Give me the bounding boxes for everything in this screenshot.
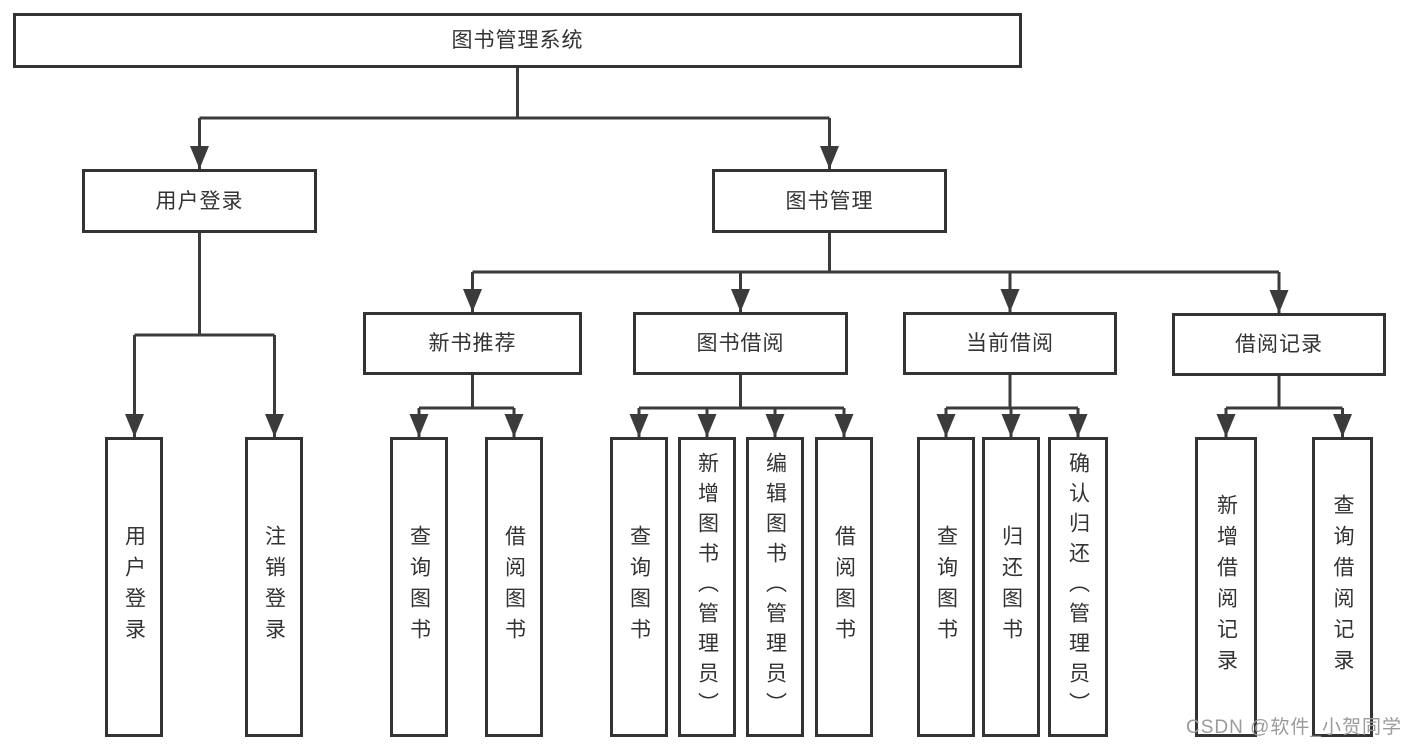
node-leaf-add-borrow-record: 新增借阅记录	[1195, 437, 1257, 737]
node-leaf-return-books: 归还图书	[982, 437, 1040, 737]
node-label: 新书推荐	[428, 332, 517, 355]
node-label: 新增借阅记录	[1214, 494, 1238, 680]
node-leaf-logout: 注销登录	[245, 437, 303, 737]
node-leaf-borrow-books: 借阅图书	[815, 437, 873, 737]
node-label: 注销登录	[262, 525, 286, 649]
node-label: 查询图书	[627, 525, 651, 649]
node-leaf-query-books-current: 查询图书	[917, 437, 975, 737]
node-label: 查询借阅记录	[1331, 494, 1354, 680]
node-label: 用户登录	[122, 525, 146, 649]
node-label: 归还图书	[999, 525, 1023, 649]
node-leaf-query-borrow-record: 查询借阅记录	[1312, 437, 1373, 737]
node-borrowing-records: 借阅记录	[1172, 313, 1386, 376]
node-leaf-add-book-admin: 新增图书（管理员）	[678, 437, 736, 737]
node-leaf-user-login: 用户登录	[105, 437, 163, 737]
node-new-book-recommendation: 新书推荐	[363, 312, 582, 375]
node-current-borrowing: 当前借阅	[903, 312, 1117, 375]
node-leaf-edit-book-admin: 编辑图书（管理员）	[746, 437, 804, 737]
node-user-login: 用户登录	[82, 169, 317, 233]
csdn-watermark: CSDN @软件_小贺同学	[1186, 717, 1402, 738]
node-label: 编辑图书（管理员）	[763, 452, 787, 722]
node-label: 用户登录	[155, 189, 244, 213]
node-label: 借阅图书	[832, 525, 856, 649]
node-label: 当前借阅	[966, 332, 1054, 355]
node-label: 图书管理系统	[451, 29, 584, 52]
node-library-management-system: 图书管理系统	[13, 13, 1022, 68]
node-label: 确认归还（管理员）	[1066, 452, 1090, 722]
node-label: 借阅图书	[502, 525, 526, 649]
node-label: 查询图书	[407, 525, 431, 649]
node-leaf-query-books-recommend: 查询图书	[390, 437, 448, 737]
node-label: 图书借阅	[696, 332, 785, 355]
node-label: 查询图书	[934, 525, 958, 649]
node-leaf-confirm-return-admin: 确认归还（管理员）	[1048, 437, 1108, 737]
node-label: 新增图书（管理员）	[695, 452, 719, 722]
node-leaf-query-books-borrow: 查询图书	[610, 437, 668, 737]
node-label: 借阅记录	[1235, 333, 1323, 356]
node-book-management: 图书管理	[712, 169, 947, 233]
node-book-borrowing: 图书借阅	[633, 312, 848, 375]
node-leaf-borrow-books-recommend: 借阅图书	[485, 437, 543, 737]
node-label: 图书管理	[785, 189, 874, 213]
